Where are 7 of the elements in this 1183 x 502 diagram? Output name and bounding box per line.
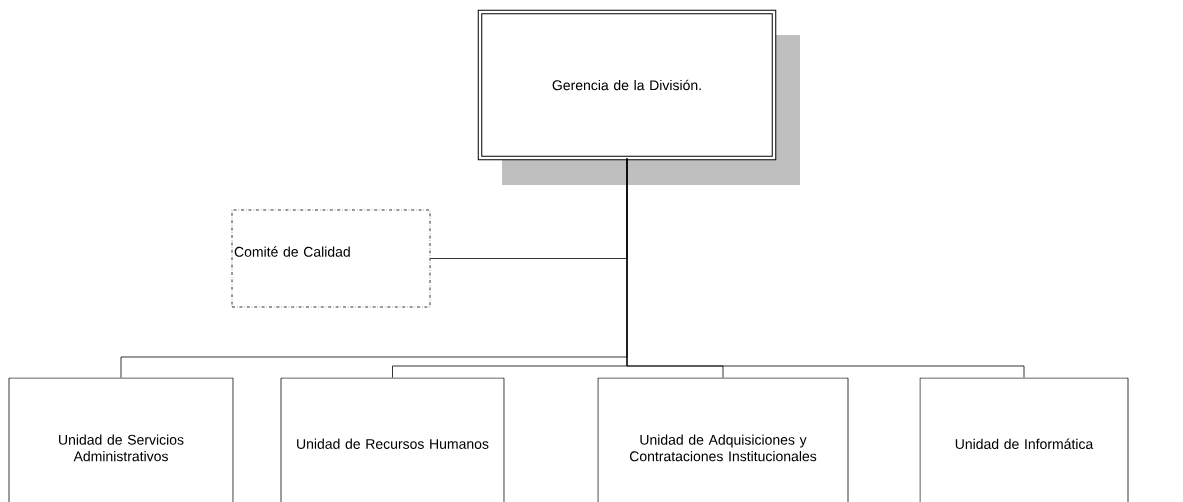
unit-box: Unidad de Informática <box>919 377 1129 502</box>
manager-box: Gerencia de la División. <box>477 9 800 185</box>
unit-box: Unidad de Recursos Humanos <box>280 377 505 502</box>
connector-line <box>626 158 1025 378</box>
unit-box: Unidad de Adquisiciones y Contrataciones Institucionales <box>597 377 849 502</box>
unit-box: Unidad de Servicios Administrativos <box>8 377 234 502</box>
committee-box: Comité de Calidad <box>231 209 431 308</box>
